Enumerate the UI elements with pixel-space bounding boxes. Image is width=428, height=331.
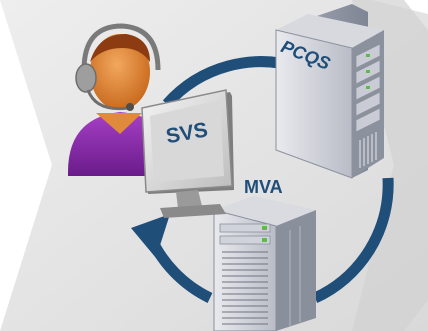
rack-server-icon [213, 196, 316, 331]
arrow-head-icon [131, 214, 170, 258]
chevron-edge [352, 0, 428, 331]
headset-earpiece [75, 63, 97, 93]
headset-mic-boom [86, 89, 129, 111]
arrow-right-segment [312, 177, 394, 304]
agent-head [90, 34, 150, 110]
bottom-server-label: MVA [244, 177, 283, 197]
headset-mic-icon [126, 103, 134, 111]
tower-server-icon [275, 4, 384, 179]
monitor-icon [141, 89, 234, 218]
headset-band [81, 23, 161, 71]
